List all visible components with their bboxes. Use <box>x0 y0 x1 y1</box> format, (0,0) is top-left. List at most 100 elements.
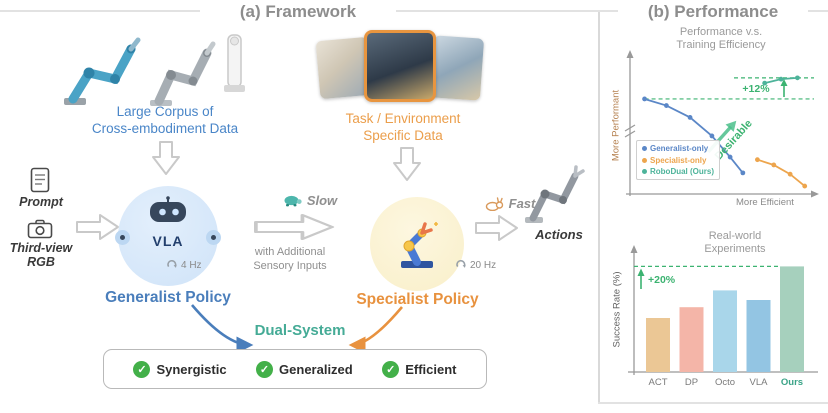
bar-category-label: DP <box>685 377 698 388</box>
rate-text: 20 Hz <box>470 259 497 271</box>
features-box: ✓ Synergistic ✓ Generalized ✓ Efficient <box>103 349 487 389</box>
chart-title-line2: Experiments <box>704 243 766 255</box>
panel-divider <box>598 12 600 402</box>
axis-break <box>624 124 636 132</box>
dual-system-title: Dual-System <box>254 322 346 339</box>
data-point <box>762 80 768 86</box>
feature-label: Generalized <box>279 361 353 377</box>
x-axis-label: More Efficient <box>736 197 794 208</box>
data-point <box>755 157 760 163</box>
data-point <box>802 183 808 189</box>
series-line <box>644 98 744 174</box>
series-line <box>757 158 806 187</box>
success-rate-bar-chart: ACT DP Octo VLA Ours +20% <box>628 245 818 388</box>
panel-a-title: (a) Framework <box>200 1 396 22</box>
right-arrow-icon <box>475 215 518 241</box>
turtle-icon <box>284 195 302 207</box>
task-photos <box>315 30 485 112</box>
performance-line-chart: +12%Desirable <box>624 50 819 198</box>
feature-label: Efficient <box>405 361 457 377</box>
cycle-icon <box>456 259 466 268</box>
data-point <box>687 115 693 120</box>
check-icon: ✓ <box>256 360 274 378</box>
robot-head-icon <box>150 196 186 222</box>
panel-b-title: (b) Performance <box>618 1 808 22</box>
rate-text: 4 Hz <box>181 259 202 271</box>
bar-VLA <box>746 300 771 372</box>
specialist-rate: 20 Hz <box>455 259 496 271</box>
legend-dot <box>642 169 647 174</box>
right-arrow-icon <box>76 214 119 240</box>
data-point <box>795 75 800 81</box>
task-photo-highlighted <box>364 30 436 102</box>
fast-label: Fast <box>508 196 536 211</box>
y-axis-label: More Performant <box>610 89 622 162</box>
feature-generalized: ✓ Generalized <box>256 360 353 378</box>
specialist-data-caption: Task / Environment Specific Data <box>318 110 488 144</box>
legend-label: Specialist-only <box>650 155 707 165</box>
generalist-vla-robot: VLA <box>115 186 221 286</box>
bar-category-label: Octo <box>715 377 735 388</box>
data-point <box>787 171 793 177</box>
generalist-data-line1: Large Corpus of <box>116 104 214 119</box>
gain-label: +12% <box>742 83 770 95</box>
legend-item: Generalist-only <box>642 144 714 153</box>
actions-robot-arm-illustration <box>525 165 585 223</box>
fast-row: Fast <box>472 196 548 211</box>
slow-row: Slow <box>268 193 352 208</box>
line-chart-title: Performance v.s. Training Efficiency <box>636 26 806 52</box>
legend-item: Specialist-only <box>642 156 714 165</box>
data-point <box>727 154 733 160</box>
bar-category-label: VLA <box>750 377 769 388</box>
prompt-label: Prompt <box>19 195 63 209</box>
bar-category-label: ACT <box>649 377 668 388</box>
check-icon: ✓ <box>382 360 400 378</box>
bar-Ours <box>780 266 804 372</box>
specialist-robot <box>370 197 464 291</box>
bar-DP <box>679 307 704 372</box>
performance-chart: +12%Desirable Performance v.s. Training … <box>608 24 824 220</box>
slow-label: Slow <box>306 193 338 208</box>
top-border <box>0 10 828 12</box>
rgb-label-line2: RGB <box>27 255 55 269</box>
dual-system-arrows <box>191 304 403 351</box>
gain-label: +20% <box>648 274 676 286</box>
feature-synergistic: ✓ Synergistic <box>133 360 227 378</box>
generalist-data-caption: Large Corpus of Cross-embodiment Data <box>55 103 275 137</box>
data-point <box>778 76 784 82</box>
feature-label: Synergistic <box>156 361 227 377</box>
bar-ACT <box>646 318 670 372</box>
prompt-document-icon <box>30 167 50 193</box>
specialist-policy-label: Specialist Policy <box>356 291 479 308</box>
y-axis-label: Success Rate (%) <box>611 271 623 348</box>
task-photo <box>429 35 485 101</box>
third-view-rgb-label: Third-view RGB <box>2 241 80 269</box>
generalist-policy-label: Generalist Policy <box>105 289 231 306</box>
robot-arm-icon <box>401 222 438 268</box>
rabbit-icon <box>485 196 503 211</box>
legend-item: RoboDual (Ours) <box>642 167 714 176</box>
cycle-icon <box>167 259 177 268</box>
bar-category-label: Ours <box>781 377 803 388</box>
data-point <box>709 133 715 139</box>
legend-dot <box>642 146 647 151</box>
bar-chart: ACT DP Octo VLA Ours +20% Real-world Experime… <box>608 220 824 402</box>
vla-label: VLA <box>152 233 184 249</box>
check-icon: ✓ <box>133 360 151 378</box>
right-arrow-icon <box>254 214 335 240</box>
data-point <box>771 162 777 168</box>
note-line1: with Additional <box>254 246 326 258</box>
note-line2: Sensory Inputs <box>253 259 327 272</box>
bar-chart-title: Real-world Experiments <box>670 230 800 256</box>
specialist-to-dual-arrow <box>348 306 403 351</box>
bar-Octo <box>713 290 737 372</box>
chart-title-line1: Performance v.s. <box>679 26 763 38</box>
actions-label: Actions <box>535 227 583 242</box>
down-arrow-icon <box>393 147 421 181</box>
specialist-data-line2: Specific Data <box>363 128 443 143</box>
feature-efficient: ✓ Efficient <box>382 360 457 378</box>
sensory-note: with Additional Sensory Inputs <box>238 246 342 273</box>
data-point <box>664 103 669 108</box>
